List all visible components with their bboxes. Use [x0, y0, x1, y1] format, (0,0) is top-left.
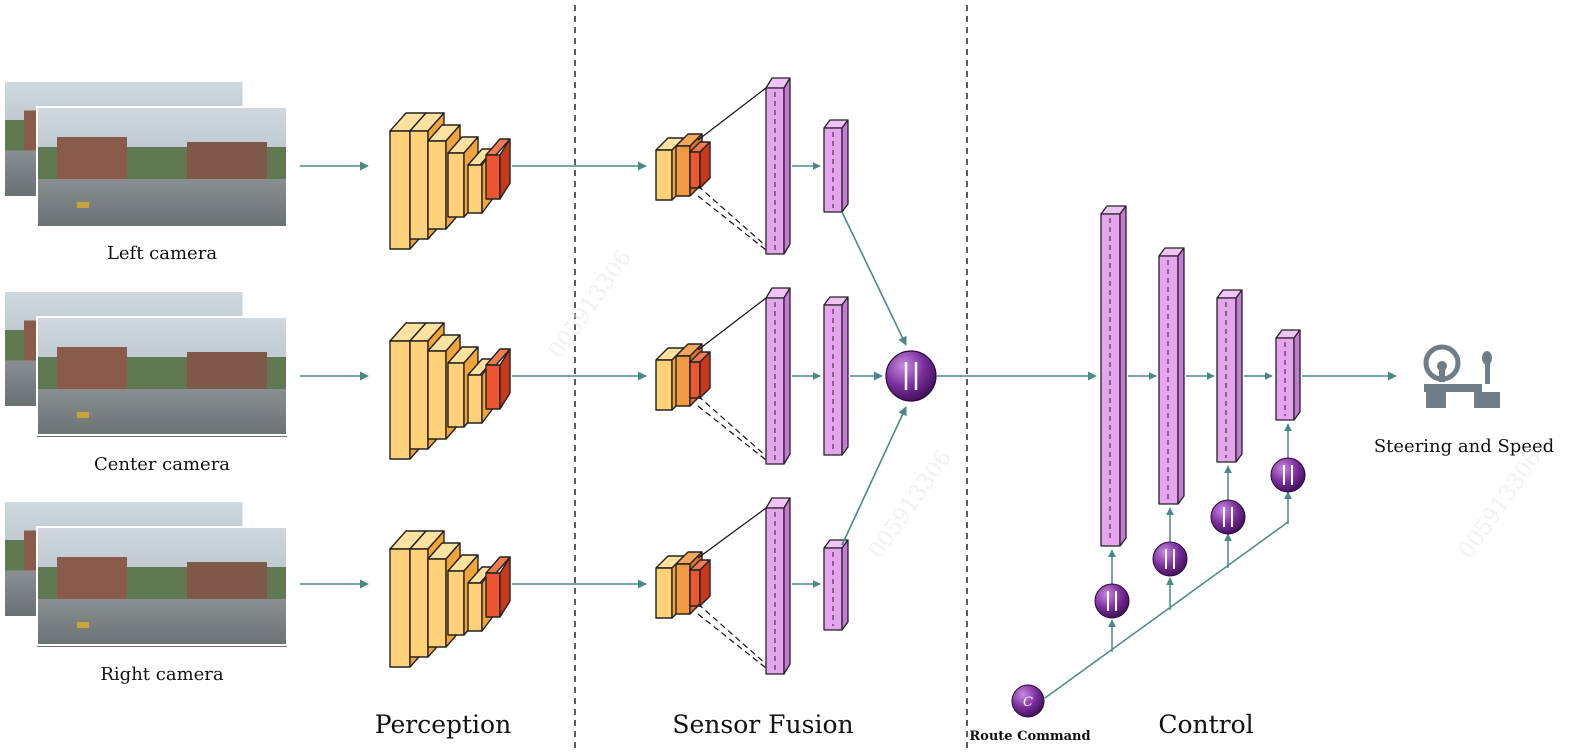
section-title-perception: Perception	[375, 710, 511, 739]
concat-node-control-1	[1094, 583, 1130, 619]
fusion-row-left	[655, 77, 849, 255]
control-bars	[1100, 205, 1301, 547]
camera-left	[5, 82, 288, 228]
camera-label-center: Center camera	[94, 454, 230, 475]
route-command-label: Route Command	[969, 729, 1090, 744]
route-command-node: C	[1011, 684, 1045, 718]
watermark-2: 005913306	[864, 446, 957, 564]
camera-center	[5, 292, 288, 437]
camera-right	[5, 502, 288, 647]
camera-label-right: Right camera	[100, 664, 224, 685]
watermark-3: 005913306	[1454, 446, 1547, 564]
cnn-center	[389, 322, 511, 460]
concat-node-control-2	[1152, 541, 1188, 577]
output-label: Steering and Speed	[1374, 436, 1554, 457]
section-title-sensor-fusion: Sensor Fusion	[672, 710, 853, 739]
watermarks: 005913306 005913306 005913306	[544, 246, 1547, 564]
route-command-symbol: C	[1023, 695, 1033, 710]
cnn-left	[389, 112, 511, 250]
section-title-control: Control	[1158, 710, 1253, 739]
concat-node-control-4	[1270, 457, 1306, 493]
concat-node-control-3	[1210, 499, 1246, 535]
steering-wheel-and-gear-icon	[1423, 344, 1500, 408]
fusion-row-center	[655, 287, 849, 465]
watermark-1: 005913306	[544, 246, 637, 364]
cnn-right	[389, 530, 511, 668]
fusion-row-right	[655, 497, 849, 675]
camera-label-left: Left camera	[107, 243, 217, 264]
concat-node-fusion	[885, 350, 937, 402]
